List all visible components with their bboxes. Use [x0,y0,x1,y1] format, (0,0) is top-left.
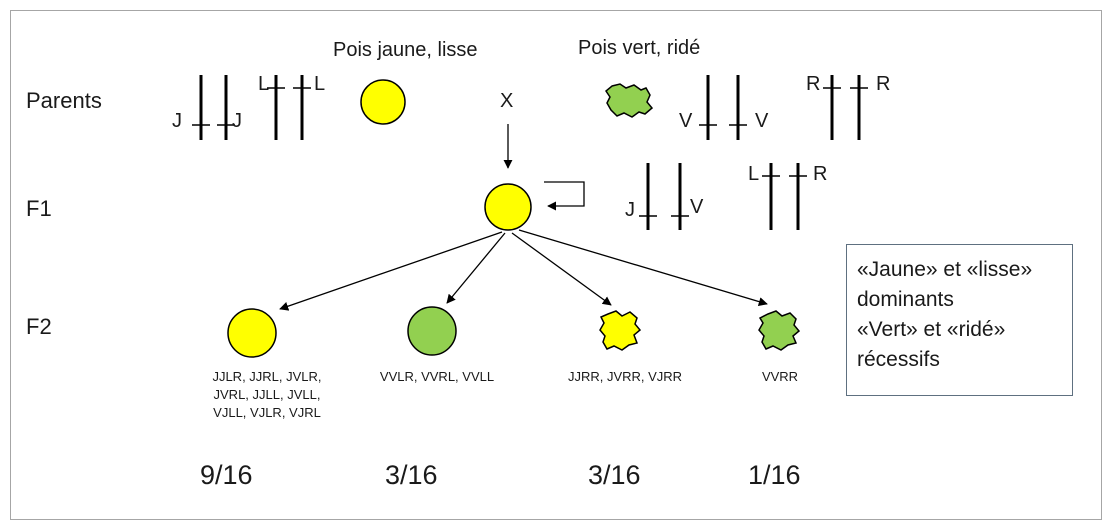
cross-symbol: X [500,90,514,112]
f2-genotypes-yellow-smooth: JJLR, JJRL, JVLR, JVRL, JJLL, JVLL, VJLL… [212,369,322,420]
allele-label: L [748,163,760,185]
f2-genotypes-yellow-wrinkled: JJRR, JVRR, VJRR [567,369,683,384]
legend-line: «Vert» et «ridé» [857,318,1006,341]
ratio-yellow-wrinkled: 3/16 [588,460,641,490]
legend-line: «Jaune» et «lisse» [857,258,1033,281]
arrow-to-f2-yellow-smooth [279,231,503,311]
ratio-yellow-smooth: 9/16 [200,460,253,490]
yellow-smooth-pea-parent [360,79,406,125]
f2-yellow-wrinkled-pea [599,310,642,351]
green-pea-title: Pois vert, ridé [578,37,701,59]
yellow-pea-title: Pois jaune, lisse [333,39,478,61]
ratio-green-wrinkled: 1/16 [748,460,801,490]
legend-line: dominants [857,288,954,311]
row-label-f2: F2 [26,314,52,339]
green-wrinkled-pea-parent [605,83,654,118]
f1-chromosomes [639,163,807,230]
allele-label: L [314,73,326,95]
allele-label: L [258,73,270,95]
allele-label: V [755,110,769,132]
f2-genotypes-green-smooth: VVLR, VVRL, VVLL [379,369,495,384]
f2-green-wrinkled-pea [758,310,801,351]
arrow-to-f2-green-smooth [446,232,506,304]
ratio-green-smooth: 3/16 [385,460,438,490]
allele-label: R [813,163,828,185]
allele-label: R [876,73,891,95]
allele-label: V [679,110,693,132]
allele-label: J [172,110,182,132]
arrow-to-f2-yellow-wrinkled [511,232,612,306]
parent-green-chromosomes [699,75,868,140]
yellow-smooth-pea-f1 [484,183,532,231]
dominance-legend: «Jaune» et «lisse» dominants «Vert» et «… [846,244,1073,396]
arrow-to-f2-green-wrinkled [518,229,768,307]
parent-yellow-chromosomes [192,75,311,140]
row-label-parents: Parents [26,88,102,113]
row-label-f1: F1 [26,196,52,221]
f2-yellow-smooth-pea [227,308,277,358]
allele-label: V [690,196,704,218]
f2-genotypes-green-wrinkled: VVRR [761,369,799,384]
f2-green-smooth-pea [407,306,457,356]
allele-label: J [232,110,242,132]
legend-line: récessifs [857,348,940,371]
allele-label: R [806,73,821,95]
allele-label: J [625,199,635,221]
self-fertilization-arrow [544,181,585,211]
